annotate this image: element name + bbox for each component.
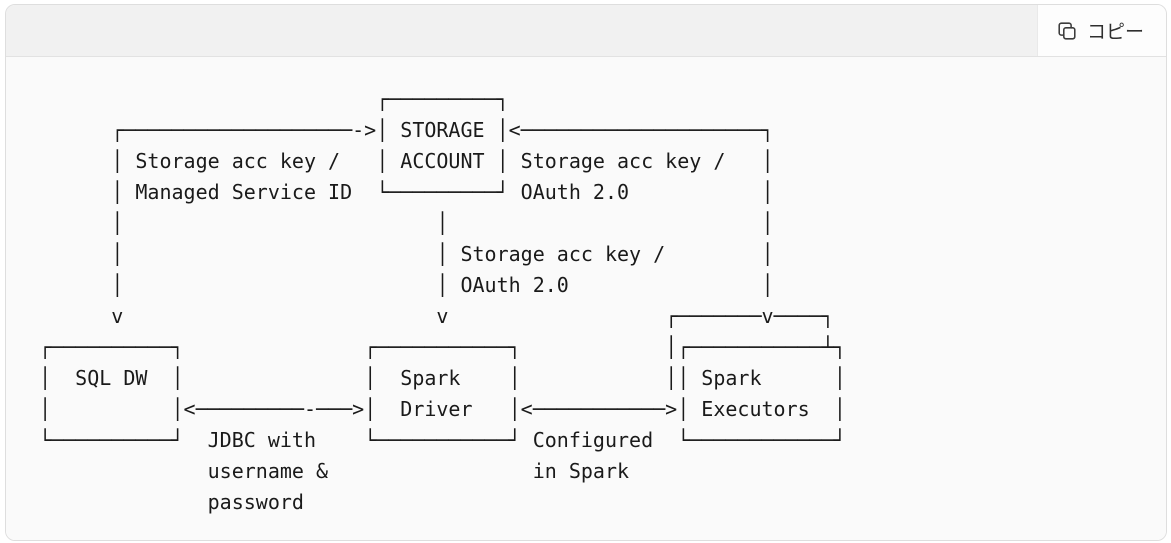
code-body: ┌─────────┐ ┌───────────────────->│ STOR… xyxy=(6,57,1166,540)
copy-button[interactable]: コピー xyxy=(1036,5,1166,56)
ascii-diagram: ┌─────────┐ ┌───────────────────->│ STOR… xyxy=(39,87,846,514)
copy-icon xyxy=(1056,20,1078,42)
code-block: コピー ┌─────────┐ ┌───────────────────->│ … xyxy=(5,4,1167,541)
code-block-header: コピー xyxy=(6,5,1166,57)
language-label xyxy=(6,5,1037,56)
copy-button-label: コピー xyxy=(1086,22,1144,43)
